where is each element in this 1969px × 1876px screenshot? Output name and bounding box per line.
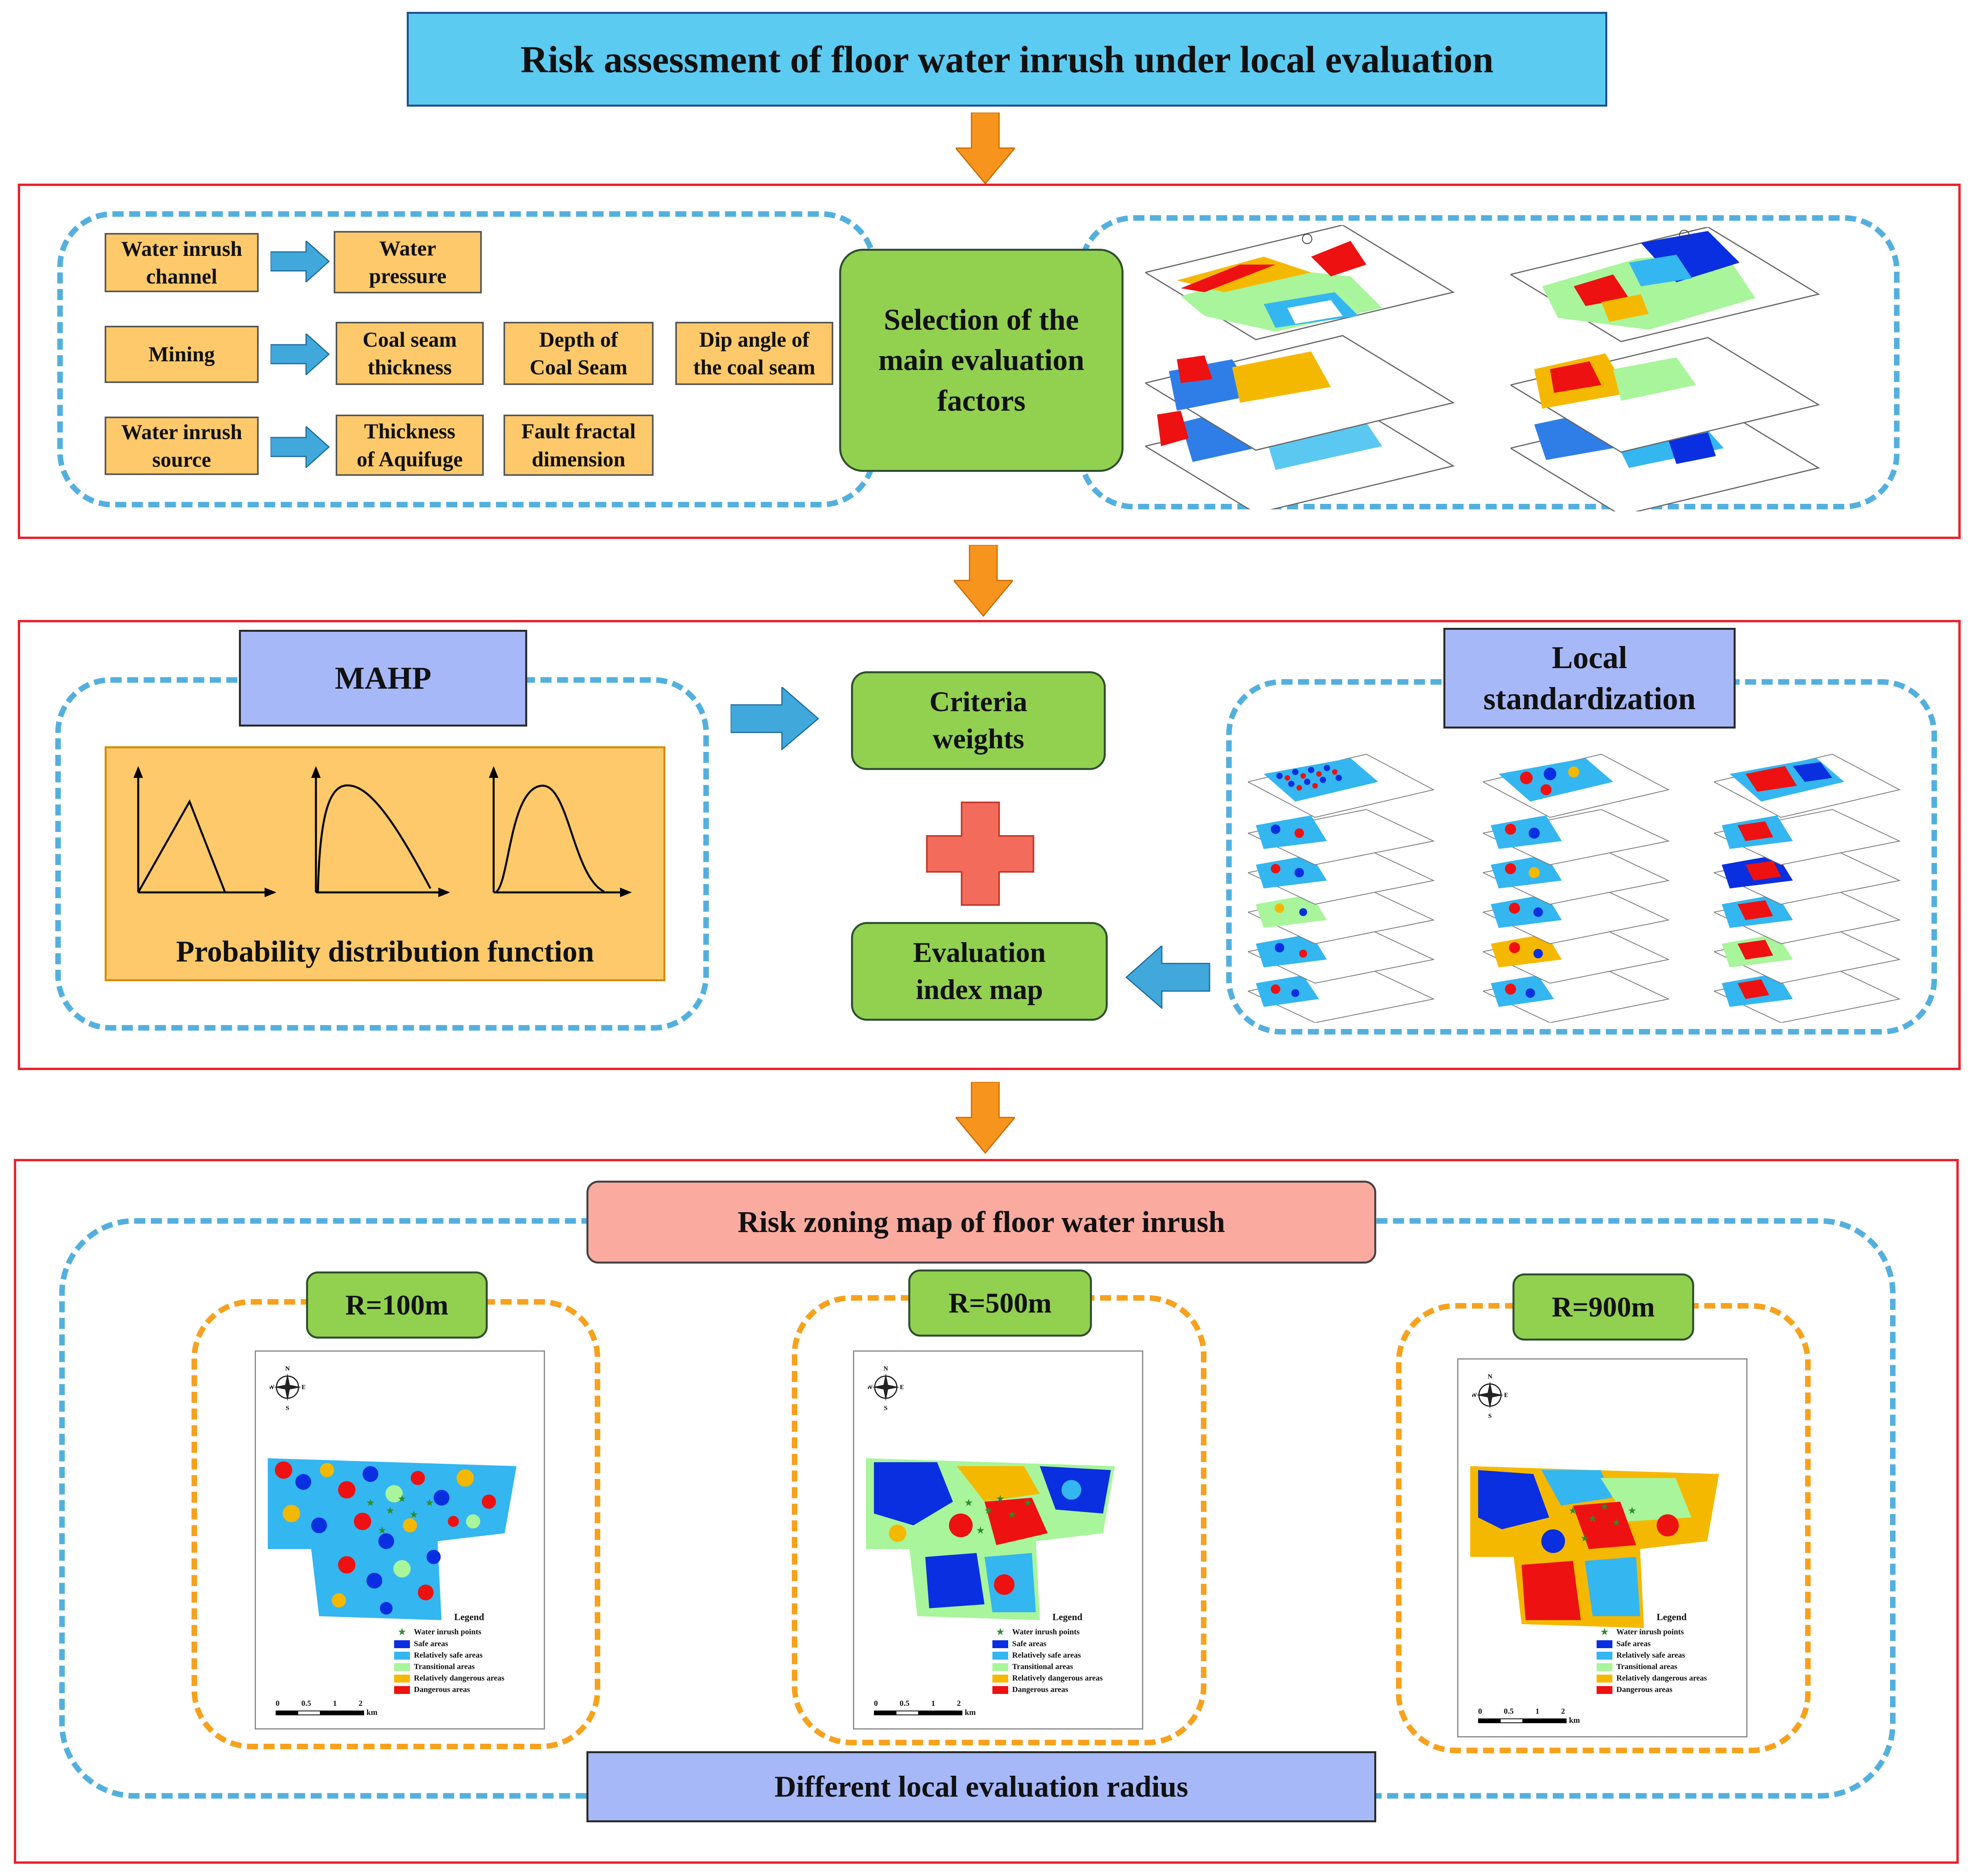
- svg-text:E: E: [1504, 1392, 1508, 1399]
- radius-group-900: [1396, 1303, 1811, 1753]
- risk-zone-map: ★ ★ ★ ★ ★ ★: [866, 1458, 1115, 1620]
- svg-text:★: ★: [398, 1494, 406, 1504]
- risk-map-r500: N S E W ★ ★ ★ ★ ★ ★ Legend ★Water inrush poi…: [853, 1350, 1143, 1730]
- compass-icon: N S E W: [1472, 1373, 1508, 1419]
- criteria-weights-box: Criteria weights: [851, 671, 1106, 770]
- standardized-map-stack-3: [1714, 753, 1901, 1023]
- compass-icon: N S E W: [868, 1365, 904, 1411]
- main-title: Risk assessment of floor water inrush un…: [520, 38, 1494, 81]
- arrow-left-icon: [1125, 946, 1210, 1009]
- svg-text:★: ★: [366, 1498, 374, 1508]
- panel-weighting: [18, 620, 1961, 1070]
- risk-zone-map: ★ ★ ★ ★ ★ ★: [1470, 1466, 1719, 1628]
- factor-map-stack-left: [1145, 225, 1455, 509]
- pdf-caption: Probability distribution function: [176, 935, 594, 968]
- risk-map-r100: N S E W ★ ★ ★ ★ ★ ★ Legend ★Water inrush poi…: [255, 1350, 545, 1730]
- panel-factor-selection: [18, 184, 1961, 539]
- category-water-inrush-channel: Water inrush channel: [105, 233, 259, 292]
- svg-text:★: ★: [426, 1498, 434, 1508]
- svg-text:★: ★: [1581, 1533, 1589, 1543]
- factor-thickness-of-aquifuge: Thickness of Aquifuge: [336, 415, 484, 476]
- svg-text:E: E: [900, 1384, 904, 1391]
- radius-label-900: R=900m: [1512, 1273, 1694, 1341]
- arrow-right-icon: [731, 687, 819, 750]
- star-icon: ★: [996, 1627, 1004, 1637]
- svg-text:★: ★: [1569, 1506, 1577, 1515]
- svg-text:E: E: [302, 1384, 305, 1391]
- svg-text:★: ★: [386, 1506, 394, 1515]
- svg-text:★: ★: [996, 1494, 1004, 1504]
- different-radius-box: Different local evaluation radius: [586, 1751, 1376, 1822]
- standardized-map-stack-1: [1248, 753, 1435, 1023]
- svg-text:S: S: [286, 1405, 289, 1411]
- plus-icon: [926, 802, 1034, 906]
- down-arrow-3: [956, 1082, 1015, 1154]
- svg-text:★: ★: [984, 1506, 992, 1515]
- selection-of-main-factors-box: Selection of the main evaluation factors: [839, 249, 1124, 472]
- svg-text:N: N: [1488, 1373, 1492, 1380]
- panel-risk-zoning: [14, 1159, 1959, 1864]
- svg-text:★: ★: [1589, 1514, 1597, 1523]
- radius-label-100: R=100m: [306, 1271, 488, 1339]
- factor-map-stack-right: [1511, 227, 1820, 511]
- svg-text:★: ★: [1628, 1506, 1636, 1515]
- factor-depth-of-coal-seam: Depth of Coal Seam: [504, 322, 654, 385]
- factor-coal-seam-thickness: Coal seam thickness: [336, 322, 484, 385]
- map-legend: Legend ★Water inrush points Safe areas R…: [1597, 1612, 1747, 1694]
- pdf-box: [105, 746, 665, 981]
- down-arrow-2: [954, 545, 1013, 617]
- map-legend: Legend ★Water inrush points Safe areas R…: [394, 1612, 544, 1694]
- svg-text:★: ★: [410, 1510, 418, 1519]
- mahp-box: MAHP: [239, 630, 527, 727]
- map-legend: Legend ★Water inrush points Safe areas R…: [992, 1612, 1142, 1694]
- evaluation-index-map-box: Evaluation index map: [851, 922, 1108, 1021]
- title-box: Risk assessment of floor water inrush un…: [407, 12, 1607, 107]
- pdf-curves: [133, 766, 632, 897]
- svg-text:W: W: [270, 1384, 274, 1391]
- radius-group-500: [792, 1295, 1206, 1745]
- svg-text:★: ★: [965, 1498, 973, 1508]
- svg-text:W: W: [868, 1384, 873, 1391]
- arrow-right-icon: [271, 334, 330, 375]
- svg-text:★: ★: [378, 1525, 386, 1535]
- down-arrow-1: [956, 113, 1015, 185]
- local-standardization-box: Local standardization: [1443, 628, 1736, 729]
- factor-dip-angle: Dip angle of the coal seam: [675, 322, 833, 385]
- category-water-inrush-source: Water inrush source: [105, 417, 259, 475]
- standardized-map-stack-2: [1483, 753, 1670, 1023]
- svg-text:S: S: [1488, 1413, 1492, 1419]
- svg-text:W: W: [1472, 1392, 1477, 1399]
- factor-water-pressure: Water pressure: [334, 231, 482, 293]
- risk-zone-map: ★ ★ ★ ★ ★ ★: [268, 1458, 517, 1620]
- svg-text:★: ★: [1024, 1498, 1032, 1508]
- svg-text:★: ★: [1601, 1502, 1608, 1512]
- svg-text:N: N: [883, 1365, 888, 1372]
- category-mining: Mining: [105, 326, 259, 383]
- compass-icon: N S E W: [270, 1365, 305, 1411]
- svg-text:★: ★: [1008, 1510, 1016, 1519]
- svg-text:N: N: [285, 1365, 290, 1372]
- svg-text:S: S: [884, 1405, 888, 1411]
- star-icon: ★: [1601, 1627, 1608, 1637]
- radius-label-500: R=500m: [908, 1269, 1092, 1337]
- star-icon: ★: [398, 1627, 406, 1637]
- svg-text:★: ★: [977, 1525, 984, 1535]
- arrow-right-icon: [271, 426, 330, 468]
- risk-map-r900: N S E W ★ ★ ★ ★ ★ ★ Legend ★Water inrush poi…: [1457, 1358, 1747, 1737]
- risk-zoning-map-box: Risk zoning map of floor water inrush: [586, 1181, 1376, 1264]
- svg-text:★: ★: [1612, 1517, 1620, 1527]
- arrow-right-icon: [271, 241, 330, 282]
- factor-fault-fractal-dimension: Fault fractal dimension: [504, 415, 654, 476]
